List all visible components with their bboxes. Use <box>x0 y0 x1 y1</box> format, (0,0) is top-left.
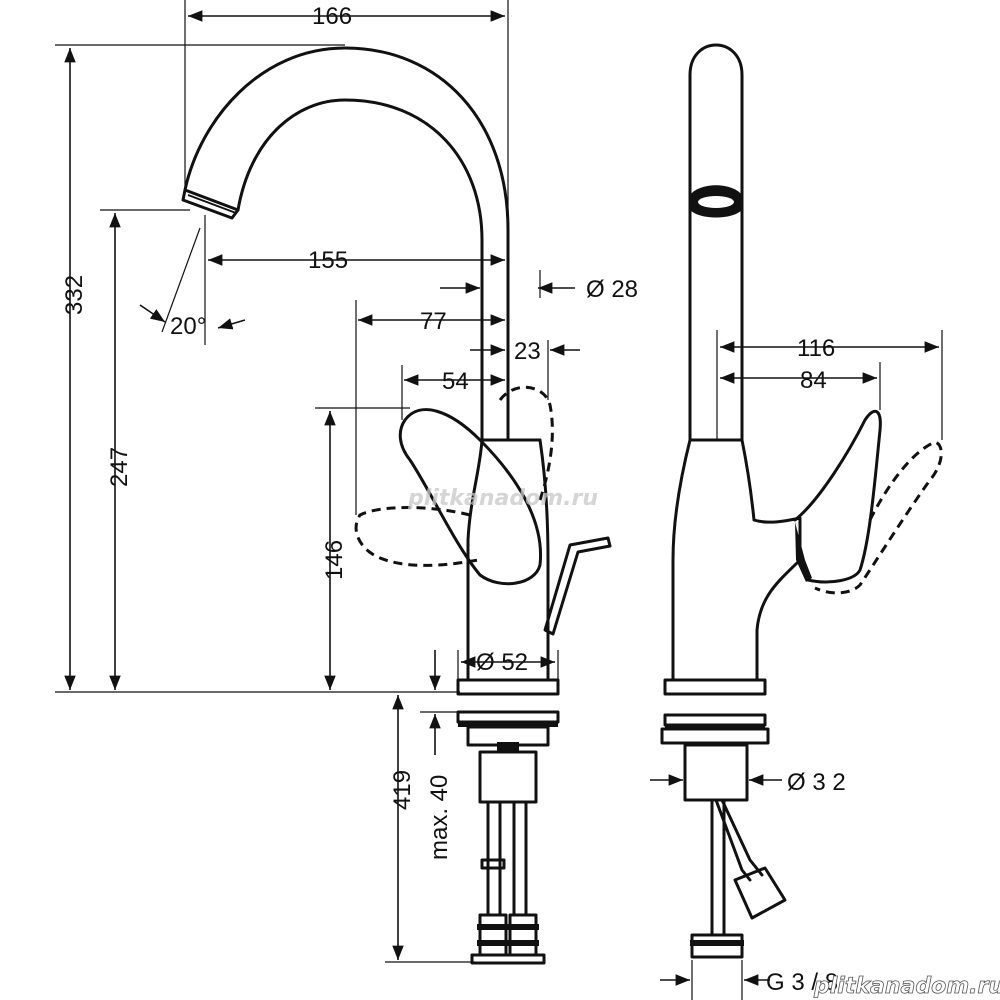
dim-base-diameter: Ø 52 <box>476 649 528 676</box>
faucet-body <box>466 438 550 682</box>
side-lever-open-position <box>814 440 943 595</box>
side-spout <box>688 43 744 442</box>
popup-rod <box>543 536 612 636</box>
side-body <box>671 438 802 682</box>
dim-max-counter-thickness: max. 40 <box>426 775 453 860</box>
dim-spout-reach-outer: 166 <box>312 3 352 30</box>
side-lever <box>793 409 882 584</box>
dimension-lines <box>55 0 943 1000</box>
dim-spout-offset: 23 <box>514 338 541 365</box>
dim-lever-height: 146 <box>321 540 348 580</box>
aerator <box>181 188 240 220</box>
spout-inner-contour <box>236 98 484 442</box>
spout-outer-contour <box>183 46 510 442</box>
dim-tail-diameter: Ø 3 2 <box>787 769 846 796</box>
dim-spout-height: 247 <box>106 447 133 487</box>
side-base <box>663 678 767 696</box>
dim-spout-diameter: Ø 28 <box>586 276 638 303</box>
base-flange <box>456 678 560 696</box>
dimension-labels: 166 155 Ø 28 77 23 54 332 247 146 20° Ø … <box>61 3 846 996</box>
dim-side-lever-reach: 116 <box>797 335 835 362</box>
side-view <box>660 43 943 959</box>
side-hoses <box>690 798 787 959</box>
dim-connection-thread: G 3 / 8 <box>766 969 838 996</box>
dim-spout-reach: 155 <box>308 247 348 274</box>
dim-below-counter-length: 419 <box>389 770 416 810</box>
lever-open-position-up <box>498 385 554 501</box>
watermark-center: plitkanadom.ru <box>407 486 598 511</box>
tail-pipe <box>478 750 538 804</box>
front-view <box>181 46 612 965</box>
dim-side-lever-reach-short: 84 <box>800 367 827 394</box>
mounting-nut <box>466 725 550 747</box>
mounting-washer <box>456 710 560 724</box>
dim-lever-reach: 77 <box>420 308 447 335</box>
dim-lever-offset: 54 <box>442 368 469 395</box>
lever-handle <box>398 408 543 586</box>
supply-hoses <box>470 800 546 965</box>
watermark-corner: plitkanadom.ru <box>813 974 1000 999</box>
dim-spout-angle: 20° <box>170 313 206 340</box>
lever-open-position-left <box>354 506 479 567</box>
dim-total-height: 332 <box>61 275 88 315</box>
